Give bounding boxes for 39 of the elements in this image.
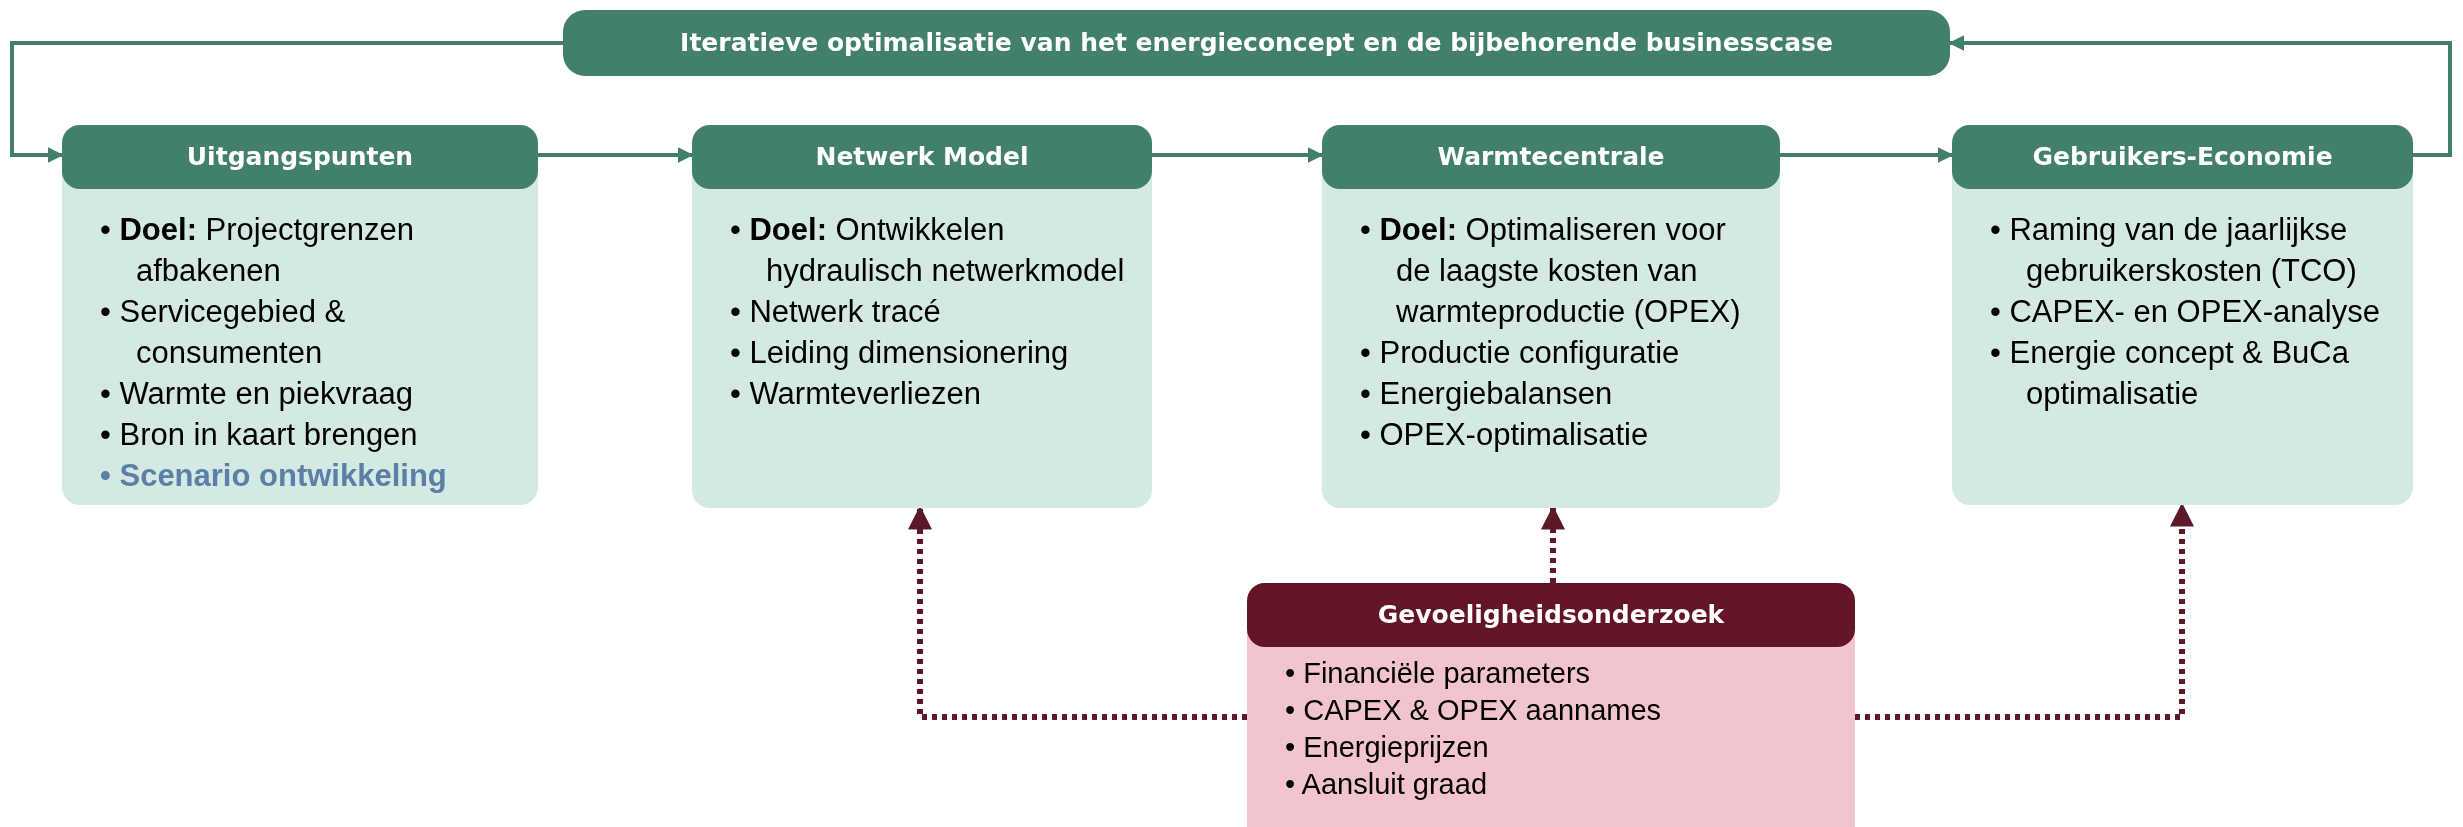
dotted-arrow xyxy=(1541,505,1565,583)
bullet-item: • Energie concept & BuCa optimalisatie xyxy=(1990,334,2350,413)
bullet-item: • OPEX-optimalisatie xyxy=(1360,416,1650,454)
arrow xyxy=(538,147,694,163)
arrow xyxy=(1780,147,1954,163)
bullet-item: • CAPEX- en OPEX-analyse xyxy=(1990,293,2381,331)
stage-card xyxy=(1952,125,2413,505)
bullet-item: • Servicegebied & consumenten xyxy=(100,293,347,372)
bullet-item: • Aansluit graad xyxy=(1285,767,1488,802)
bullet-item: • Doel: Projectgrenzen afbakenen xyxy=(100,211,416,290)
card-header: Warmtecentrale xyxy=(1322,125,1780,189)
dotted-arrow xyxy=(1855,502,2194,720)
bullet-item: • Warmteverliezen xyxy=(730,375,982,413)
banner-box: Iteratieve optimalisatie van het energieconcept en de bijbehorende businesscase xyxy=(563,10,1950,76)
arrow xyxy=(10,41,563,163)
stage-card xyxy=(62,125,538,505)
stage-card xyxy=(692,125,1152,508)
card-header: Gebruikers-Economie xyxy=(1952,125,2413,189)
dotted-arrow xyxy=(908,505,1247,720)
bullet-item: • Leiding dimensionering xyxy=(730,334,1070,372)
bullet-item: • Energieprijzen xyxy=(1285,730,1490,765)
bullet-item: • Raming van de jaarlijkse gebruikerskosten (TCO) xyxy=(1990,211,2358,290)
card-header: Gevoeligheidsonderzoek xyxy=(1247,583,1855,647)
analysis-card xyxy=(1247,583,1855,827)
stage-card xyxy=(1322,125,1780,508)
card-header: Uitgangspunten xyxy=(62,125,538,189)
bullet-item: • Netwerk tracé xyxy=(730,293,942,331)
bullet-item: • Doel: Optimaliseren voor de laagste kosten van warmteproductie (OPEX) xyxy=(1360,211,1742,331)
bullet-item: • Doel: Ontwikkelen hydraulisch netwerkmodel xyxy=(730,211,1126,290)
arrow xyxy=(1152,147,1324,163)
card-header: Netwerk Model xyxy=(692,125,1152,189)
bullet-item: • Scenario ontwikkeling xyxy=(100,457,448,495)
bullet-item: • Financiële parameters xyxy=(1285,656,1592,691)
bullet-item: • Warmte en piekvraag xyxy=(100,375,414,413)
arrow xyxy=(1948,35,2452,157)
bullet-item: • CAPEX & OPEX aannames xyxy=(1285,693,1663,728)
bullet-item: • Productie configuratie xyxy=(1360,334,1681,372)
bullet-item: • Bron in kaart brengen xyxy=(100,416,419,454)
bullet-item: • Energiebalansen xyxy=(1360,375,1614,413)
